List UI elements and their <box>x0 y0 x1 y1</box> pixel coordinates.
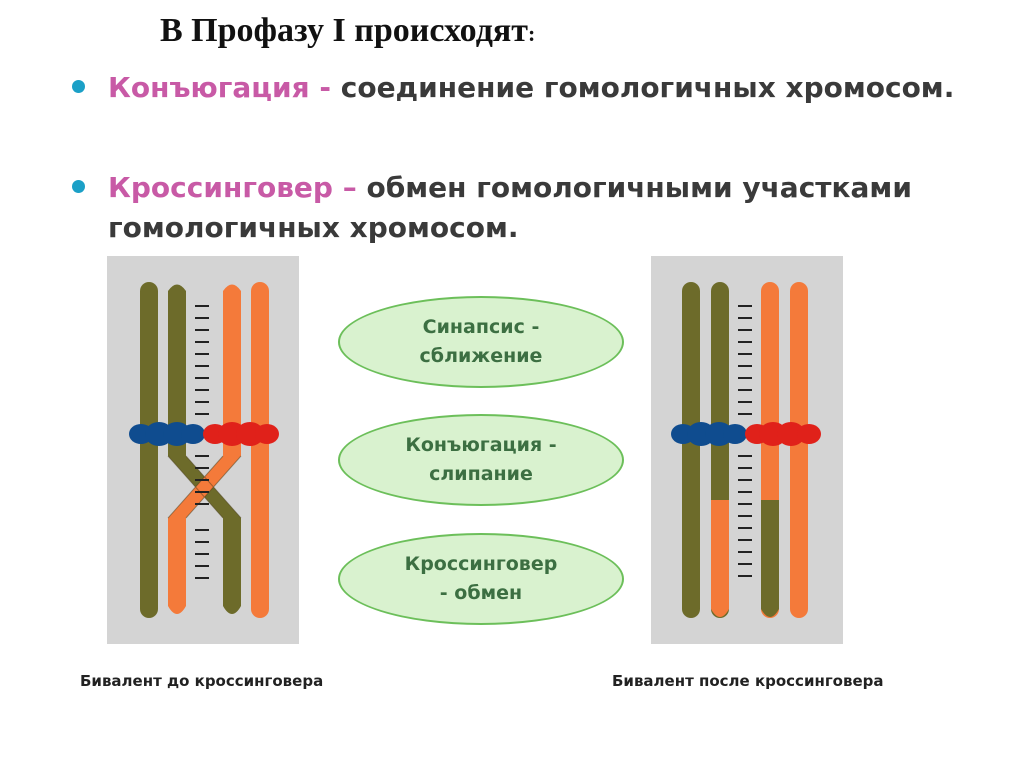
chromatid-orange-2 <box>251 282 269 618</box>
stage-synapsis: Синапсис - сближение <box>338 296 624 388</box>
bivalent-before-illustration <box>129 282 279 618</box>
chromatid-olive-2-top <box>168 284 186 456</box>
bullet-dot-icon <box>72 180 85 193</box>
synaptic-ladder <box>738 305 752 577</box>
caption-after: Бивалент после кроссинговера <box>612 672 884 690</box>
chromatid-olive-1 <box>140 282 158 618</box>
bullet-definition: обмен гомологичными участками гомологичн… <box>108 171 912 244</box>
bullet-crossing-over: Кроссинговер – обмен гомологичными участ… <box>72 168 992 248</box>
bullet-text: Конъюгация - соединение гомологичных хро… <box>108 68 992 108</box>
centromere-red <box>203 422 279 446</box>
stage-conjugation: Конъюгация - слипание <box>338 414 624 506</box>
synaptic-ladder <box>195 305 209 579</box>
chromatid-orange-1-bottom <box>168 518 186 614</box>
caption-before: Бивалент до кроссинговера <box>80 672 324 690</box>
bullet-definition: соединение гомологичных хромосом. <box>330 71 955 104</box>
chromatid-olive-2-bottom <box>223 518 241 614</box>
exchanged-segment-olive <box>761 500 779 617</box>
bullet-text: Кроссинговер – обмен гомологичными участ… <box>108 168 992 248</box>
bullet-conjugation: Конъюгация - соединение гомологичных хро… <box>72 68 992 108</box>
centromere-blue <box>671 422 747 446</box>
slide-title-text: В Профазу I происходят <box>160 12 528 49</box>
slide-title-colon: : <box>528 21 536 46</box>
slide-title: В Профазу I происходят: <box>160 12 535 50</box>
chromatid-orange-2 <box>790 282 808 618</box>
bivalent-after-diagram <box>651 256 843 644</box>
stage-label: Конъюгация - слипание <box>405 434 557 485</box>
bivalent-after-illustration <box>671 282 821 618</box>
stage-label: Синапсис - сближение <box>419 316 543 367</box>
centromere-red <box>745 422 821 446</box>
chromatid-orange-1-cross <box>168 456 241 518</box>
centromere-blue <box>129 422 205 446</box>
stage-crossing-over: Кроссинговер - обмен <box>338 533 624 625</box>
bullet-term: Конъюгация - <box>108 71 331 104</box>
stage-label: Кроссинговер - обмен <box>404 553 558 604</box>
bullet-term: Кроссинговер – <box>108 171 357 204</box>
chromatid-olive-1 <box>682 282 700 618</box>
chromatid-orange-1-top <box>223 284 241 456</box>
exchanged-segment-orange <box>711 500 729 617</box>
bivalent-before-diagram <box>107 256 299 644</box>
bullet-dot-icon <box>72 80 85 93</box>
crossover-outline <box>167 455 242 519</box>
